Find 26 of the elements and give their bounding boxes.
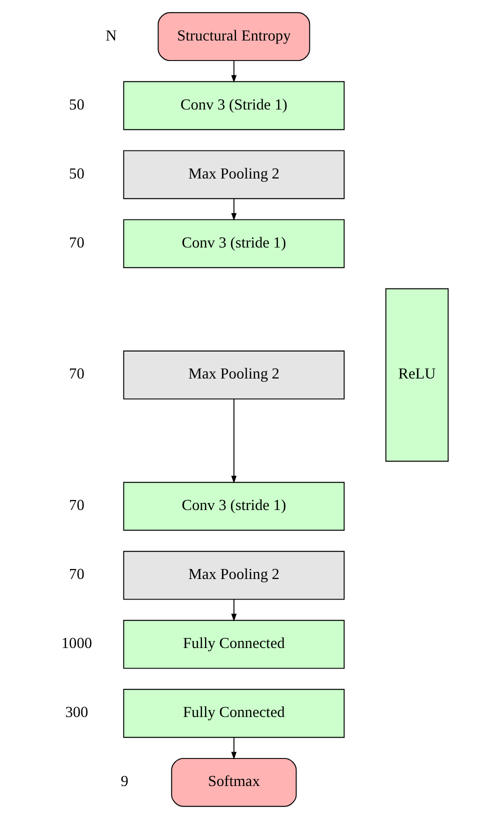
arrow — [231, 736, 237, 760]
node-box: Fully Connected — [123, 688, 345, 738]
node-label: 300 — [65, 704, 88, 722]
node-box: Max Pooling 2 — [123, 350, 345, 400]
node-label: 50 — [69, 96, 84, 114]
arrow — [231, 198, 237, 221]
node-box: Conv 3 (Stride 1) — [123, 81, 345, 130]
node-label: 70 — [69, 496, 84, 514]
node-box: Max Pooling 2 — [123, 150, 345, 200]
node-box: Structural Entropy — [158, 12, 310, 62]
arrow — [231, 60, 237, 83]
node-box: Conv 3 (stride 1) — [123, 482, 345, 531]
arrow — [231, 598, 237, 622]
node-box: Softmax — [171, 758, 297, 807]
node-label: 1000 — [61, 634, 92, 652]
node-label: N — [106, 27, 117, 44]
node-box: ReLU — [385, 288, 449, 462]
node-label: 9 — [120, 773, 128, 790]
node-box: Conv 3 (stride 1) — [123, 219, 345, 268]
node-box: Fully Connected — [123, 620, 345, 669]
node-box: Max Pooling 2 — [123, 550, 345, 600]
arrow — [231, 398, 237, 484]
node-label: 70 — [69, 234, 84, 252]
node-label: 50 — [69, 165, 84, 182]
node-label: 70 — [69, 366, 84, 383]
node-label: 70 — [69, 566, 84, 583]
